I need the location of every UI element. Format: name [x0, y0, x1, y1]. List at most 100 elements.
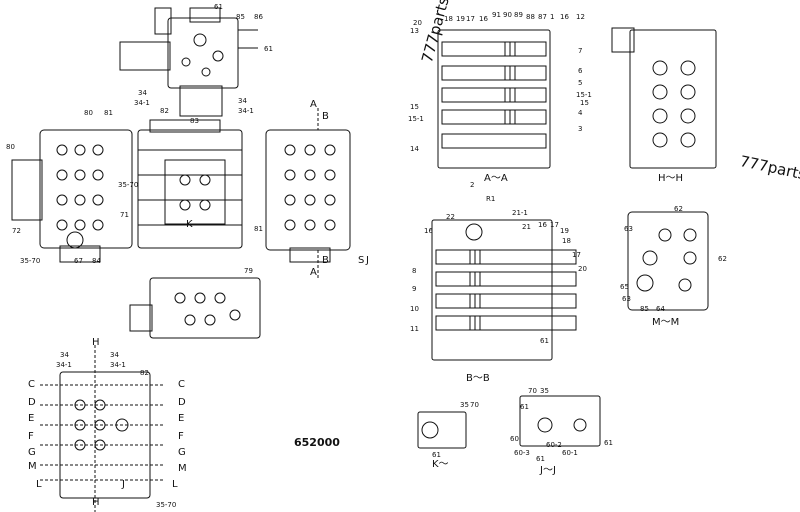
part-label: 82	[160, 107, 169, 115]
section-jj-drawing	[519, 395, 601, 447]
part-label: 4	[578, 109, 583, 117]
section-bb-drawing	[431, 219, 577, 361]
front-view-right	[265, 108, 351, 280]
view-mark: H	[92, 497, 100, 508]
part-label: 61	[536, 455, 545, 463]
part-label: 16	[479, 15, 488, 23]
part-label: 6	[578, 67, 583, 75]
part-label: 80	[84, 109, 93, 117]
part-label: 35	[460, 401, 469, 409]
part-label: 85	[236, 13, 245, 21]
part-label: 61	[432, 451, 441, 459]
part-label: 9	[412, 285, 417, 293]
part-label: 34	[138, 89, 147, 97]
part-label: 60-3	[514, 449, 530, 457]
view-mark: D	[178, 397, 186, 408]
part-label: 79	[244, 267, 253, 275]
view-mark: K	[186, 219, 193, 230]
part-label: 61	[604, 439, 613, 447]
part-label: 16	[538, 221, 547, 229]
part-label: 88	[526, 13, 535, 21]
view-mark: E	[28, 413, 35, 424]
view-mark: B	[322, 255, 329, 266]
section-title-jj: J～J	[540, 465, 556, 476]
part-label: 15-1	[576, 91, 592, 99]
part-label: 34-1	[110, 361, 126, 369]
part-label: 34-1	[238, 107, 254, 115]
view-mark: C	[178, 379, 185, 390]
part-label: 64	[656, 305, 665, 313]
part-label: 15-1	[408, 115, 424, 123]
part-label: 18	[562, 237, 571, 245]
part-label: 34-1	[56, 361, 72, 369]
view-mark: E	[178, 413, 185, 424]
section-title-bb: B～B	[466, 373, 490, 384]
section-k-drawing	[417, 411, 467, 449]
section-hh-drawing	[611, 27, 717, 169]
part-label: 60	[510, 435, 519, 443]
part-label: 34	[110, 351, 119, 359]
part-label: 7	[578, 47, 583, 55]
part-label: 81	[254, 225, 263, 233]
part-label: 16	[424, 227, 433, 235]
part-label: 71	[120, 211, 129, 219]
bottom-view	[40, 345, 165, 512]
view-mark: H	[92, 337, 100, 348]
view-mark: B	[322, 111, 329, 122]
part-label: 12	[576, 13, 585, 21]
part-label: 21-1	[512, 209, 528, 217]
front-view-middle	[137, 119, 243, 249]
part-label: 17	[466, 15, 475, 23]
part-label: 62	[674, 205, 683, 213]
part-label: 8	[412, 267, 417, 275]
part-label: 61	[264, 45, 273, 53]
part-label: 34-1	[134, 99, 150, 107]
part-label: 63	[622, 295, 631, 303]
part-label: 85	[640, 305, 649, 313]
part-label: 35-70	[20, 257, 41, 265]
section-title-hh: H～H	[658, 173, 684, 184]
part-label: 34	[60, 351, 69, 359]
view-mark: J	[122, 479, 125, 490]
view-mark: M	[178, 463, 187, 474]
section-title-k: K～	[432, 459, 449, 470]
part-label: 19	[560, 227, 569, 235]
part-label: 21	[522, 223, 531, 231]
part-label: 90	[503, 11, 512, 19]
part-label: 60-2	[546, 441, 562, 449]
part-label: 87	[538, 13, 547, 21]
part-label: 13	[410, 27, 419, 35]
part-label: 35-70	[156, 501, 177, 509]
part-label: 20	[578, 265, 587, 273]
view-mark: G	[178, 447, 186, 458]
section-title-aa: A～A	[484, 173, 508, 184]
part-label: 19	[456, 15, 465, 23]
part-label: 84	[92, 257, 101, 265]
drawing-number: 652000	[294, 436, 340, 449]
part-label: 35	[540, 387, 549, 395]
view-mark: F	[178, 431, 184, 442]
part-label: 82	[140, 369, 149, 377]
view-mark: A	[310, 267, 317, 278]
section-title-mm: M～M	[652, 317, 680, 328]
top-view-assembly	[119, 7, 258, 117]
view-mark: J	[366, 255, 369, 266]
part-label: 1	[550, 13, 555, 21]
view-mark: S	[358, 255, 365, 266]
part-label: 15	[580, 99, 589, 107]
part-label: 60-1	[562, 449, 578, 457]
part-label: 89	[514, 11, 523, 19]
view-mark: R1	[486, 195, 496, 203]
part-label: 3	[578, 125, 583, 133]
part-label: 80	[6, 143, 15, 151]
part-label: 61	[214, 3, 223, 11]
part-label: 11	[410, 325, 419, 333]
part-label: 15	[410, 103, 419, 111]
part-label: 20	[413, 19, 422, 27]
view-mark: C	[28, 379, 35, 390]
part-label: 18	[444, 15, 453, 23]
part-label: 70	[528, 387, 537, 395]
part-label: 35-70	[118, 181, 139, 189]
part-label: 65	[620, 283, 629, 291]
section-aa-drawing	[437, 29, 551, 169]
